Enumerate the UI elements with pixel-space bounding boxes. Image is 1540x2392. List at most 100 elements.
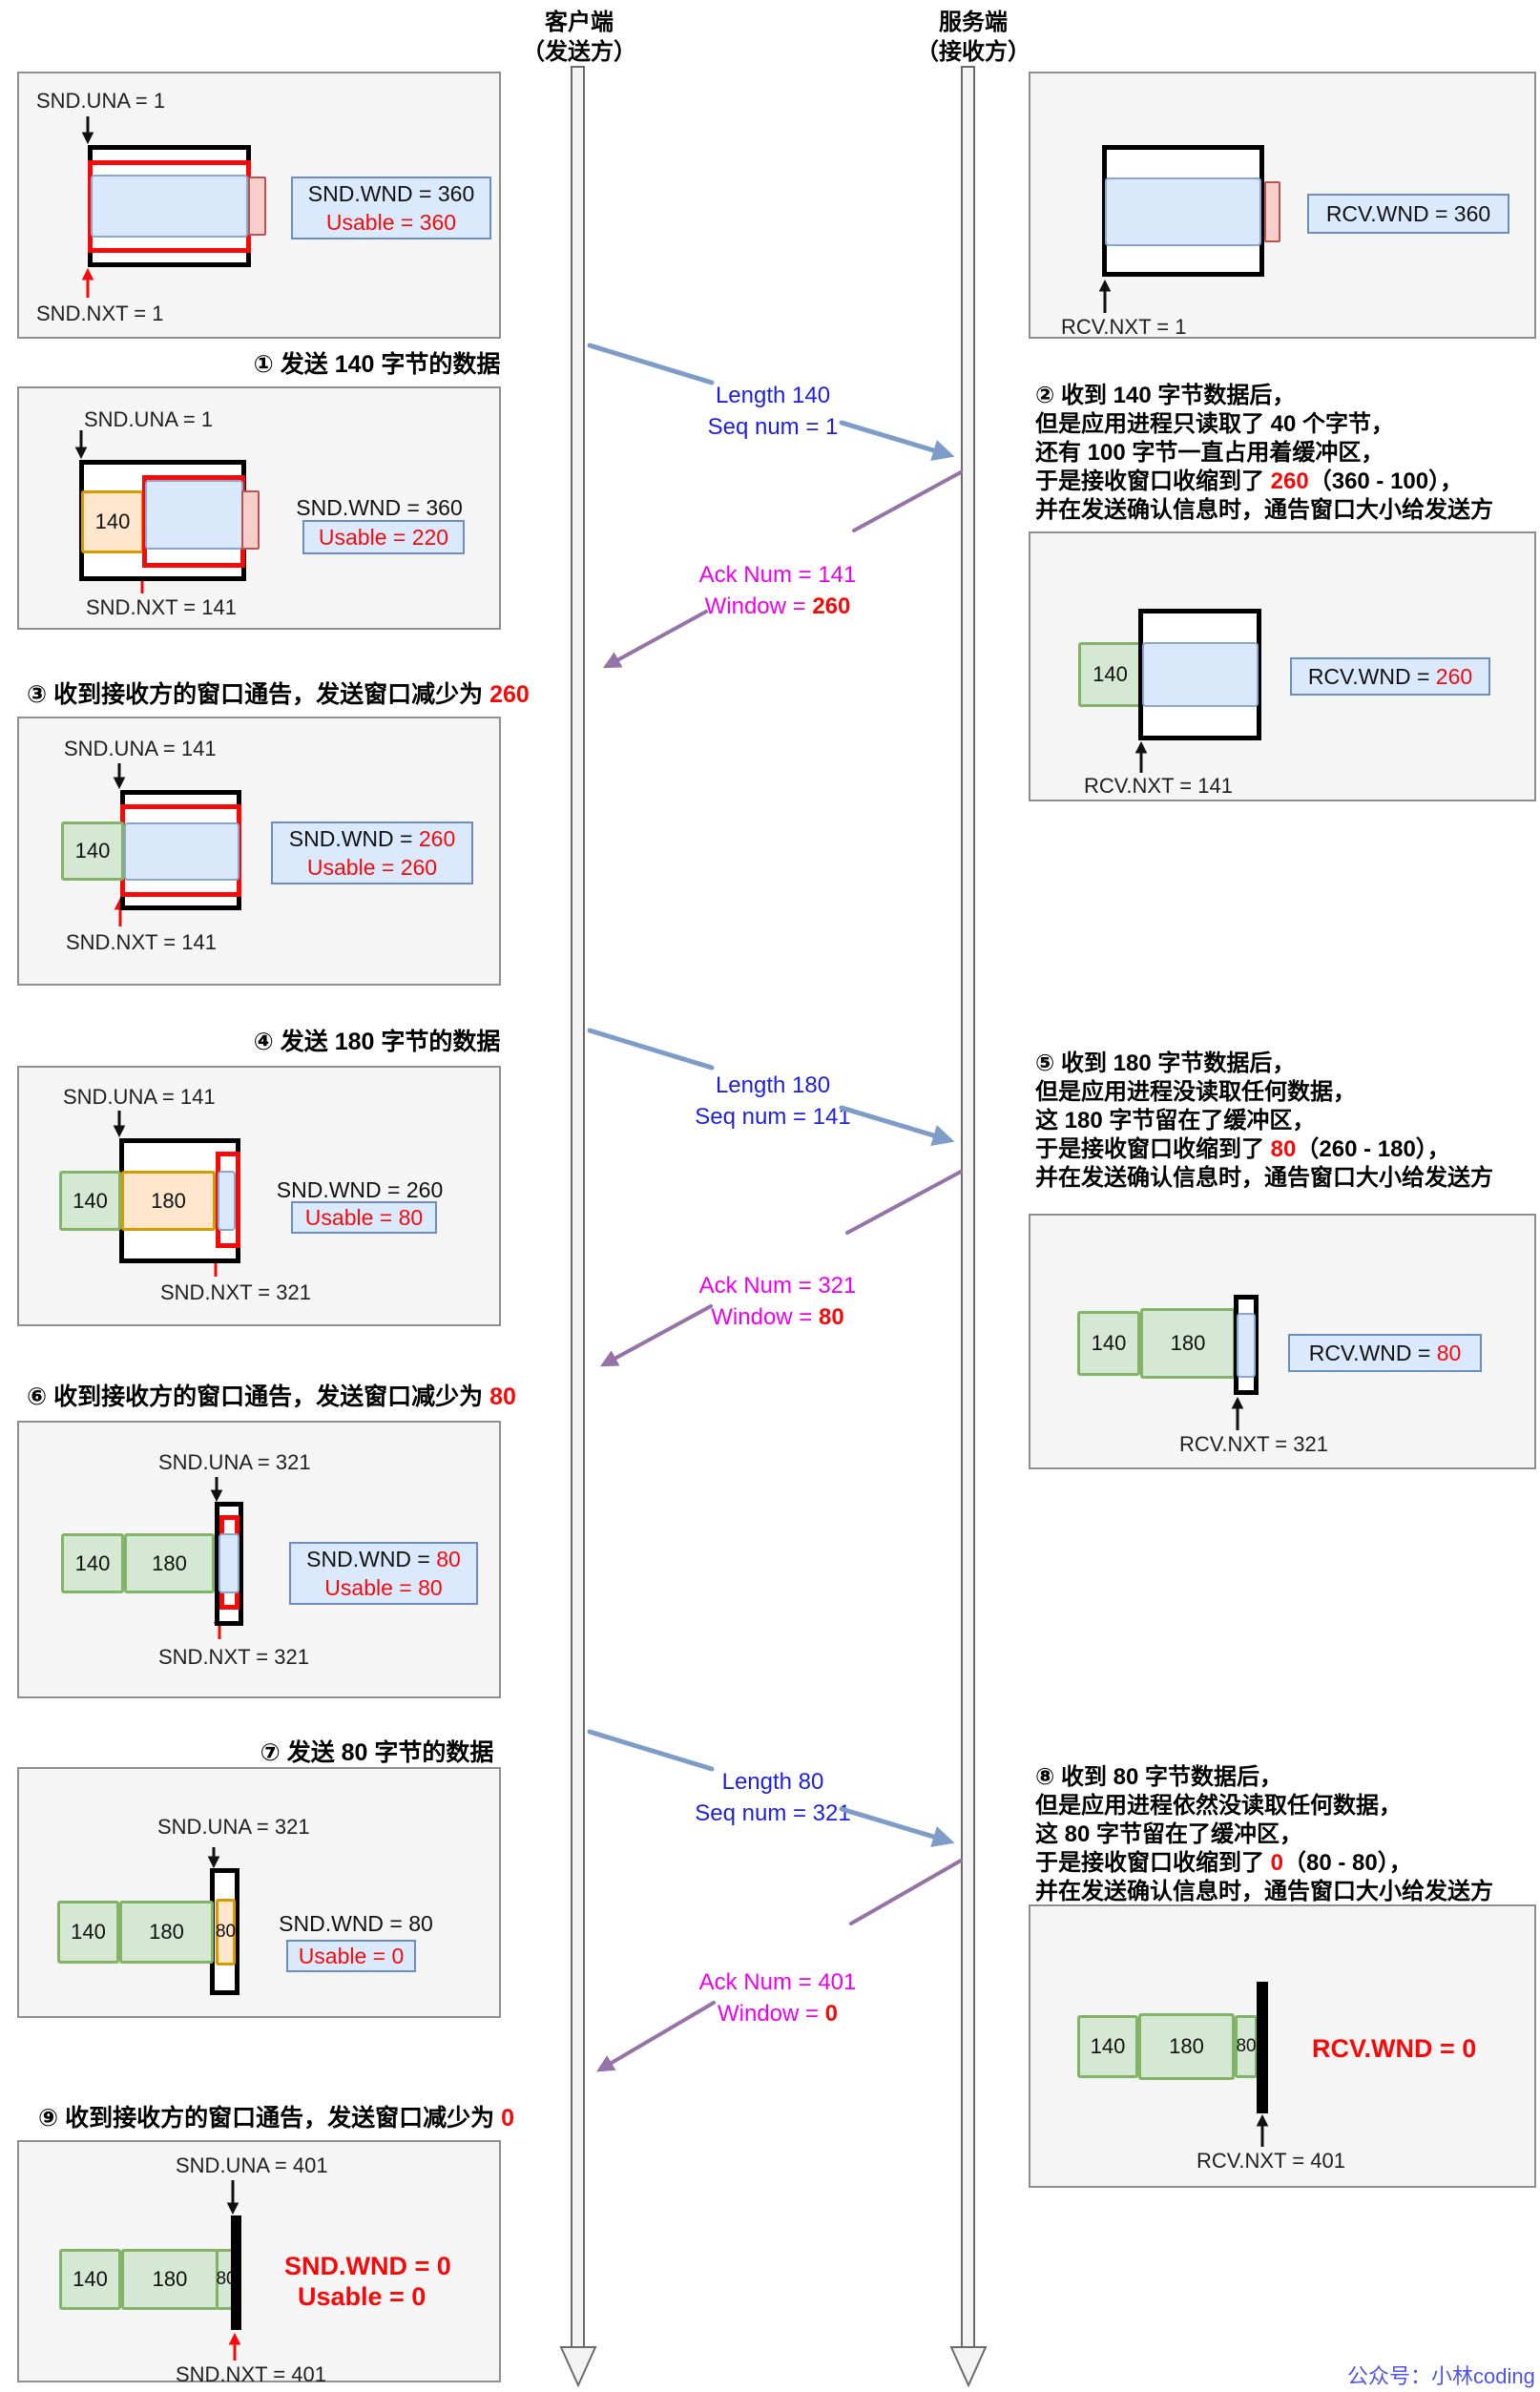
snd-nxt-label: SND.NXT = 321 (160, 1280, 311, 1304)
acked-block-140: 140 (61, 822, 124, 881)
step-4-title: ④ 发送 180 字节的数据 (253, 1029, 501, 1055)
ack-message-2-ack: Ack Num = 321 (698, 1273, 857, 1299)
data-message-3-seq: Seq num = 321 (695, 1800, 851, 1826)
step-7-title: ⑦ 发送 80 字节的数据 (260, 1739, 494, 1766)
ack-arrow-3-start (849, 1859, 963, 1925)
rcv-wnd-label-box: RCV.WND = 360 (1307, 194, 1509, 234)
rcv-wnd-label: RCV.WND = 260 (1307, 664, 1473, 689)
client-header-line1: 客户端 (545, 10, 614, 35)
data-arrow-1-end (839, 420, 955, 462)
rcv-nxt-label: RCV.NXT = 141 (1084, 774, 1233, 798)
rcv-wnd-label: RCV.WND = 360 (1325, 201, 1491, 226)
acked-block-140: 140 (57, 1901, 119, 1964)
sent-block-140: 140 (81, 490, 144, 553)
data-arrow-2-start (587, 1028, 715, 1071)
data-message-2-seq: Seq num = 141 (695, 1104, 851, 1130)
usable-label: Usable = 360 (325, 210, 457, 235)
snd-nxt-label: SND.NXT = 1 (36, 302, 164, 325)
acked-block-180: 180 (124, 1533, 215, 1593)
step-8-note: ⑧ 收到 80 字节数据后， 但是应用进程依然没读取任何数据， 这 80 字节留… (1035, 1763, 1493, 1906)
window-label-box: SND.WND = 80 Usable = 80 (289, 1542, 478, 1605)
rcv-wnd-label-box: RCV.WND = 80 (1288, 1334, 1482, 1372)
acked-block-140: 140 (59, 2249, 121, 2310)
data-message-1-seq: Seq num = 1 (707, 414, 839, 440)
note-line: 并在发送确认信息时，通告窗口大小给发送方 (1035, 497, 1493, 523)
ack-message-3: Ack Num = 401 Window = 0 (658, 1966, 897, 2029)
ack-arrow-3-end (596, 2001, 716, 2072)
usable-label: Usable = 80 (304, 1205, 424, 1230)
note-line: ⑧ 收到 80 字节数据后， (1035, 1764, 1283, 1790)
buffered-block-140: 140 (1077, 2015, 1138, 2078)
ack-message-2: Ack Num = 321 Window = 80 (658, 1270, 897, 1333)
client-buffer-panel-6 (17, 1767, 501, 2018)
watermark: 公众号：小林coding (1347, 2364, 1535, 2388)
rcv-nxt-label: RCV.NXT = 321 (1179, 1432, 1328, 1456)
ack-arrow-1-end (602, 610, 708, 669)
data-message-3: Length 80 Seq num = 321 (658, 1766, 887, 1829)
note-line: 于是接收窗口收缩到了 260（360 - 100）， (1035, 468, 1464, 494)
ack-message-1-window: Window = 260 (704, 593, 851, 619)
beyond-window-sliver (241, 490, 260, 550)
snd-wnd-label: SND.WND = 80 (279, 1911, 433, 1936)
data-arrow-3-start (587, 1729, 715, 1772)
free-window-fill (1105, 177, 1261, 246)
buffered-block-180: 180 (1140, 1308, 1236, 1379)
ack-arrow-1-start (852, 470, 963, 532)
zero-window-bar (1257, 1982, 1268, 2113)
beyond-window-sliver (1264, 181, 1280, 242)
server-lifeline-arrowhead (949, 2346, 988, 2388)
note-line: 还有 100 字节一直占用着缓冲区， (1035, 440, 1384, 466)
usable-label: Usable = 220 (318, 525, 449, 550)
note-line: ② 收到 140 字节数据后， (1035, 383, 1296, 408)
step-3-title: ③ 收到接收方的窗口通告，发送窗口减少为 260 (27, 681, 530, 708)
usable-label: Usable = 260 (306, 855, 438, 880)
data-message-3-length: Length 80 (721, 1769, 824, 1795)
snd-una-label: SND.UNA = 321 (158, 1450, 311, 1474)
snd-una-label: SND.UNA = 401 (176, 2153, 328, 2177)
data-message-2: Length 180 Seq num = 141 (658, 1070, 887, 1133)
data-message-2-length: Length 180 (715, 1072, 831, 1098)
rcv-wnd-label: RCV.WND = 0 (1312, 2034, 1477, 2063)
note-line: 于是接收窗口收缩到了 80（260 - 180）， (1035, 1136, 1450, 1162)
rcv-wnd-label-box: RCV.WND = 260 (1290, 657, 1490, 696)
usable-data-fill (145, 480, 243, 550)
usable-data-fill (124, 822, 239, 881)
client-lifeline (559, 66, 597, 2388)
data-arrow-2-end (839, 1105, 955, 1147)
note-line: 但是应用进程依然没读取任何数据， (1035, 1793, 1402, 1819)
snd-wnd-label: SND.WND = 80 (306, 1547, 461, 1571)
note-line: 这 80 字节留在了缓冲区， (1035, 1821, 1303, 1847)
ack-message-1: Ack Num = 141 Window = 260 (658, 559, 897, 622)
snd-una-label: SND.UNA = 141 (64, 737, 217, 760)
snd-nxt-label: SND.NXT = 321 (158, 1645, 309, 1669)
buffered-block-140: 140 (1078, 642, 1142, 707)
acked-block-180: 180 (119, 1901, 214, 1964)
note-line: 但是应用进程只读取了 40 个字节， (1035, 411, 1395, 437)
rcv-nxt-label: RCV.NXT = 1 (1061, 315, 1187, 339)
usable-label: Usable = 80 (324, 1575, 443, 1600)
acked-block-180: 180 (121, 2249, 219, 2310)
note-line: 这 180 字节留在了缓冲区， (1035, 1108, 1316, 1134)
server-header: 服务端 （接收方） (878, 8, 1069, 67)
beyond-window-sliver (248, 177, 266, 236)
ack-arrow-2-start (845, 1170, 963, 1235)
snd-nxt-label: SND.NXT = 141 (66, 930, 217, 954)
server-lifeline (949, 66, 988, 2388)
usable-label: Usable = 0 (298, 2282, 427, 2311)
data-message-1: Length 140 Seq num = 1 (658, 380, 887, 443)
snd-wnd-label: SND.WND = 0 (284, 2252, 451, 2280)
free-window-fill (1237, 1313, 1256, 1378)
step-1-title: ① 发送 140 字节的数据 (253, 351, 501, 378)
server-header-line2: （接收方） (916, 39, 1030, 65)
usable-label-box: Usable = 80 (291, 1201, 437, 1234)
note-line: 但是应用进程没读取任何数据， (1035, 1079, 1356, 1105)
note-line: ⑤ 收到 180 字节数据后， (1035, 1050, 1296, 1076)
client-header-line2: （发送方） (522, 39, 636, 65)
usable-data-fill (219, 1533, 239, 1593)
step-9-title: ⑨ 收到接收方的窗口通告，发送窗口减少为 0 (38, 2105, 514, 2132)
buffered-block-180: 180 (1138, 2013, 1235, 2080)
note-line: 并在发送确认信息时，通告窗口大小给发送方 (1035, 1879, 1493, 1904)
snd-wnd-label: SND.WND = 360 (296, 495, 463, 520)
rcv-wnd-label: RCV.WND = 80 (1308, 1341, 1462, 1365)
